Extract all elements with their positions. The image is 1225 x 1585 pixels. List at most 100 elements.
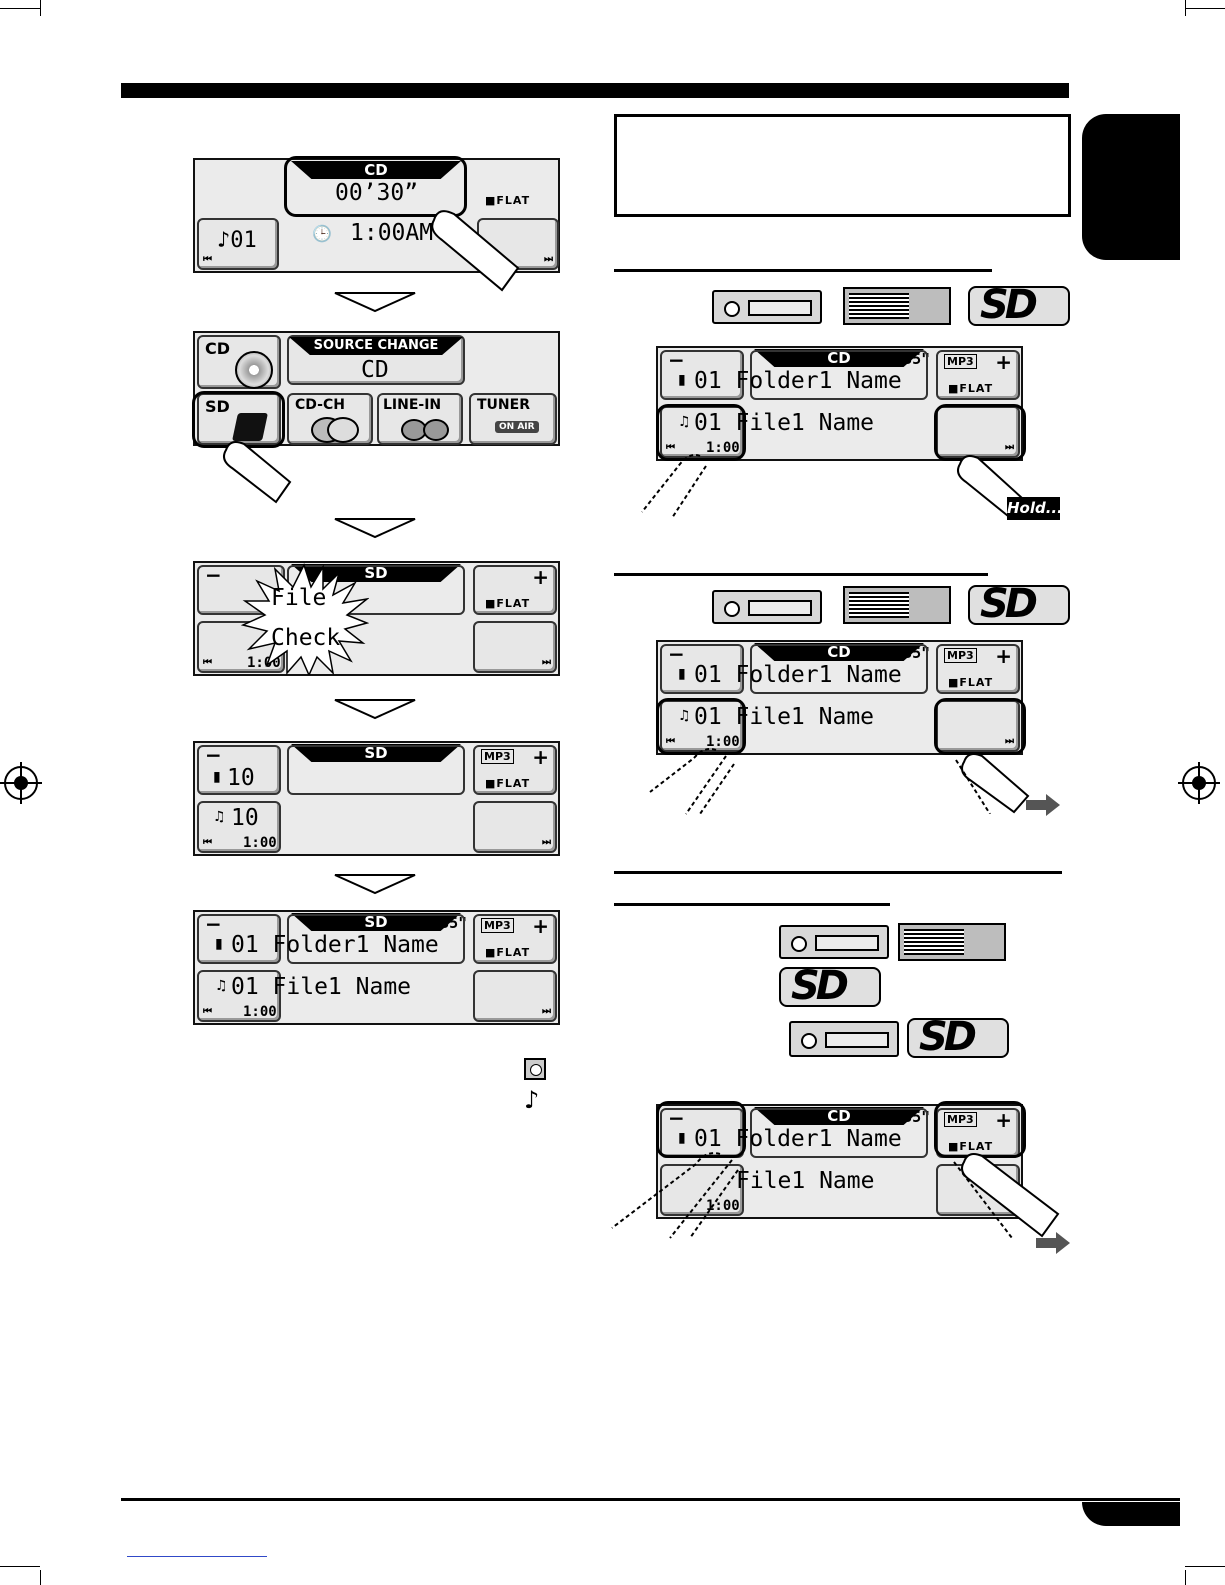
prev-track-button[interactable]: ♪01 ⏮ bbox=[197, 218, 279, 270]
mp3-badge: MP3 bbox=[944, 648, 977, 663]
plus-icon: + bbox=[995, 350, 1012, 374]
hold-label: Hold.... bbox=[1007, 497, 1069, 520]
next-track-button[interactable]: ⏭ bbox=[936, 406, 1020, 458]
finger-pointer bbox=[955, 753, 1030, 814]
crop-mark bbox=[1185, 1566, 1225, 1567]
elapsed-time: 00'35" bbox=[876, 350, 931, 368]
folder-icon: ▮ bbox=[215, 936, 223, 952]
folder-minus-button[interactable]: − bbox=[660, 348, 744, 400]
elapsed-time: 00’30” bbox=[335, 180, 419, 206]
tuner-label: TUNER bbox=[477, 397, 530, 413]
prev-track-button[interactable]: 1:00 bbox=[660, 1164, 744, 1216]
sd-logo-icon: SD bbox=[968, 286, 1070, 326]
prev-icon: ⏮ bbox=[203, 1006, 212, 1017]
tuner-button[interactable]: TUNER ON AIR bbox=[469, 393, 557, 445]
folder-icon: ▮ bbox=[678, 372, 686, 388]
next-track-button[interactable]: ⏭ bbox=[473, 970, 557, 1022]
finger-pointer bbox=[431, 210, 520, 292]
mp3-badge: MP3 bbox=[481, 749, 514, 764]
elapsed-time: 1:00 bbox=[706, 734, 740, 750]
file-name: 01 File1 Name bbox=[694, 410, 875, 436]
faceplate-icon bbox=[843, 287, 951, 325]
unit-device-icon bbox=[712, 590, 822, 624]
line-in-button[interactable]: LINE-IN bbox=[377, 393, 463, 445]
file-message: File bbox=[271, 585, 327, 611]
sd-logo-icon: SD bbox=[907, 1018, 1009, 1058]
prev-track-button[interactable]: ⏮ 1:00 bbox=[660, 406, 744, 458]
next-track-button[interactable]: ⏭ bbox=[936, 700, 1020, 752]
note-box bbox=[614, 114, 1071, 217]
finger-pointer-dashed bbox=[641, 454, 707, 518]
eq-mode: ■FLAT bbox=[948, 676, 994, 689]
prev-track-button[interactable]: ♫ 10 ⏮ 1:00 bbox=[197, 801, 281, 853]
crop-mark bbox=[40, 1570, 41, 1585]
section-underline bbox=[614, 269, 992, 272]
crop-mark bbox=[0, 8, 40, 9]
highlight-prev-button bbox=[656, 404, 746, 461]
folder-plus-button[interactable]: MP3 + ■FLAT bbox=[473, 914, 557, 964]
next-track-button[interactable]: ⏭ bbox=[473, 621, 557, 673]
cd-changer-button[interactable]: CD-CH bbox=[287, 393, 373, 445]
bottom-rule bbox=[121, 1498, 1180, 1501]
language-tab bbox=[1082, 114, 1180, 260]
lcd-panel-source-change: CD SOURCE CHANGE CD SD CD-CH LINE-IN TUN… bbox=[193, 331, 560, 446]
lcd-panel-sd-playing: − SD 00'35" ▮ 01 Folder1 Name MP3 + ■FLA… bbox=[193, 910, 560, 1025]
mp3-badge: MP3 bbox=[944, 1112, 977, 1127]
source-label: CD bbox=[754, 349, 924, 367]
right-arrow-icon bbox=[1026, 794, 1060, 816]
source-change-display: SOURCE CHANGE CD bbox=[287, 335, 465, 385]
sd-logo-icon: SD bbox=[968, 585, 1070, 625]
top-bar bbox=[121, 83, 1069, 98]
source-label: CD bbox=[754, 1107, 924, 1125]
down-arrow-icon bbox=[334, 874, 416, 895]
sd-label: SD bbox=[205, 397, 230, 416]
cd-label: CD bbox=[205, 339, 231, 358]
finger-pointer bbox=[223, 441, 292, 504]
sd-logo-icon: SD bbox=[779, 967, 881, 1007]
folder-minus-button[interactable]: − bbox=[660, 1106, 744, 1158]
folder-minus-button[interactable]: − bbox=[197, 912, 281, 964]
folder-plus-button[interactable]: MP3 + ■FLAT bbox=[936, 1108, 1020, 1158]
minus-icon: − bbox=[205, 743, 222, 767]
folder-plus-button[interactable]: MP3 + ■FLAT bbox=[936, 350, 1020, 400]
linein-label: LINE-IN bbox=[383, 397, 442, 413]
folder-name: 01 Folder1 Name bbox=[231, 932, 439, 958]
source-label: SD bbox=[291, 744, 461, 762]
clock-time: 1:00AM bbox=[350, 220, 434, 246]
page-number-tab bbox=[1082, 1502, 1180, 1526]
down-arrow-icon bbox=[334, 292, 416, 313]
folder-icon: ▮ bbox=[678, 666, 686, 682]
prev-track-button[interactable]: ⏮ 1:00 bbox=[197, 970, 281, 1022]
cd-source-button[interactable]: CD bbox=[197, 335, 281, 389]
note-icon: ♪ bbox=[524, 1086, 540, 1114]
folder-plus-button[interactable]: MP3 + ■FLAT bbox=[936, 644, 1020, 694]
down-arrow-icon bbox=[334, 699, 416, 720]
prev-track-button[interactable]: ⏮ 1:00 bbox=[660, 700, 744, 752]
plus-icon: + bbox=[995, 1108, 1012, 1132]
elapsed-time: 00'35" bbox=[413, 914, 468, 932]
registration-mark bbox=[0, 762, 42, 804]
source-change-value: CD bbox=[361, 357, 389, 383]
highlight-prev-button bbox=[656, 698, 746, 755]
folder-minus-button[interactable]: − ▮ 10 bbox=[197, 743, 281, 795]
next-icon: ⏭ bbox=[542, 657, 551, 668]
next-track-button[interactable]: ⏭ bbox=[473, 801, 557, 853]
footer-link bbox=[127, 1556, 267, 1557]
folder-plus-button[interactable]: + ■FLAT bbox=[473, 565, 557, 615]
unit-device-icon bbox=[779, 925, 889, 959]
folder-plus-button[interactable]: MP3 + ■FLAT bbox=[473, 745, 557, 795]
note-icon: ♫ bbox=[213, 809, 226, 825]
next-icon: ⏭ bbox=[542, 837, 551, 848]
elapsed-time: 1:00 bbox=[243, 1004, 277, 1020]
plus-icon: + bbox=[532, 565, 549, 589]
folder-display bbox=[750, 644, 928, 694]
next-icon: ⏭ bbox=[1005, 442, 1014, 453]
folder-display bbox=[287, 914, 465, 964]
file-name: 01 File1 Name bbox=[231, 974, 412, 1000]
folder-display bbox=[750, 350, 928, 400]
next-icon: ⏭ bbox=[542, 1006, 551, 1017]
folder-display bbox=[750, 1108, 928, 1158]
folder-minus-button[interactable]: − bbox=[660, 642, 744, 694]
elapsed-time: 00'35" bbox=[876, 644, 931, 662]
highlight-folder-minus bbox=[656, 1101, 746, 1158]
